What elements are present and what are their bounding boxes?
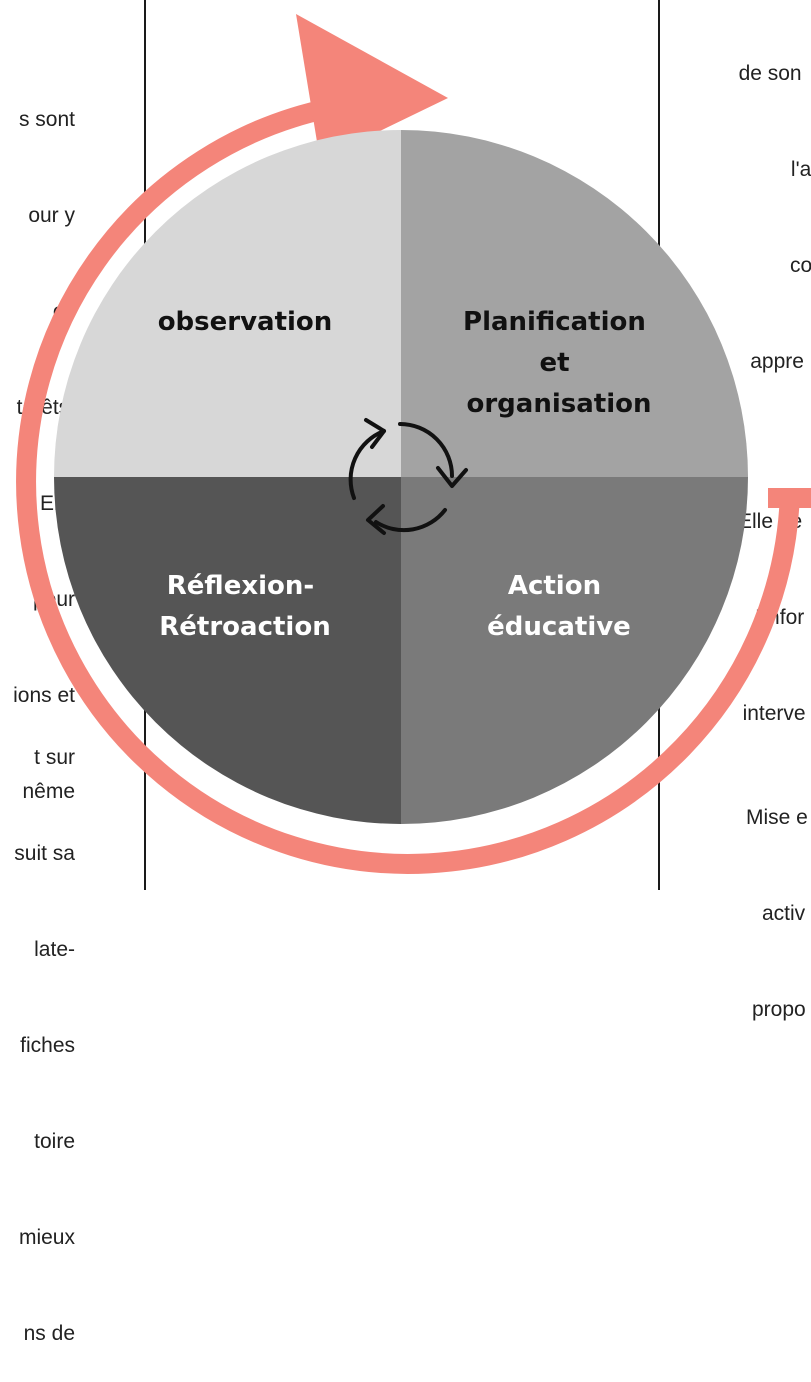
text-line: de son (738, 62, 802, 85)
label-line: observation (158, 307, 333, 337)
text-line: ions et (13, 684, 75, 707)
text-line: activ (762, 902, 806, 925)
cycle-diagram: observation Planification et organisatio… (16, 14, 811, 874)
label-action: Action éducative (487, 571, 631, 642)
quadrant-observation (54, 130, 401, 477)
text-line: mieux (18, 1226, 75, 1249)
text-line: nême (22, 780, 75, 803)
label-line: organisation (467, 389, 652, 419)
cycle-arc-end (768, 488, 811, 508)
label-line: éducative (487, 612, 631, 642)
quadrant-planification (401, 130, 748, 477)
text-line: Mise e (746, 806, 808, 829)
refresh-cycle-icon (348, 418, 468, 535)
quadrant-reflexion (54, 477, 401, 824)
label-line: Planification (463, 307, 646, 337)
text-line: late- (34, 938, 75, 961)
label-line: et (539, 348, 569, 378)
label-line: Rétroaction (159, 612, 330, 642)
text-line: t sur (34, 746, 75, 769)
text-line: propo (752, 998, 806, 1021)
arrow-head-icon (296, 14, 448, 160)
text-line: appre (750, 350, 804, 373)
label-reflexion: Réflexion- Rétroaction (159, 571, 330, 642)
text-line: l'a (790, 158, 811, 181)
label-planification: Planification et organisation (463, 307, 655, 419)
text-line: our y (28, 204, 75, 227)
text-line: interve (742, 702, 806, 725)
text-line: fiches (20, 1034, 75, 1057)
quadrant-action (401, 477, 748, 824)
cycle-arc (16, 98, 800, 874)
text-line: ns de (23, 1322, 75, 1345)
text-line: co (790, 254, 811, 277)
text-line: toire (34, 1130, 75, 1153)
label-line: Réflexion- (167, 571, 314, 601)
text-line: s sont (18, 108, 75, 131)
label-observation: observation (158, 307, 333, 337)
text-line: suit sa (14, 842, 75, 865)
label-line: Action (508, 571, 601, 601)
